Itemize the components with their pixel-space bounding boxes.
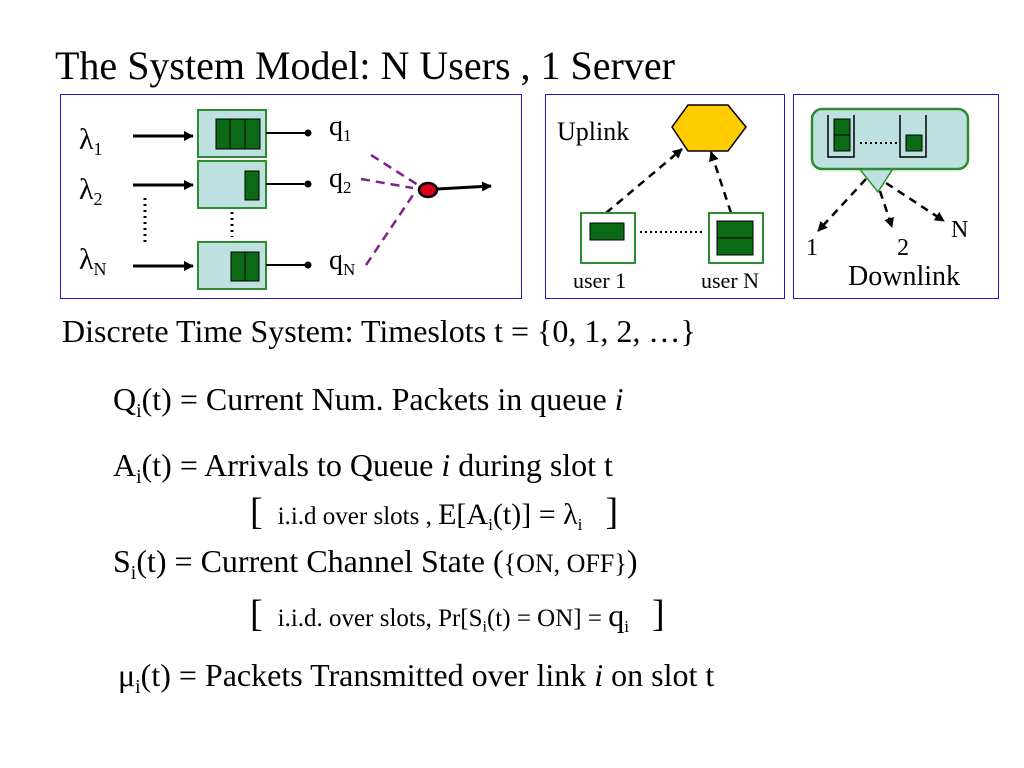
user-n-device: [708, 212, 764, 264]
uplink-arrow-user-n: [709, 151, 733, 214]
queue-2: [197, 160, 267, 209]
q-1-label: q1: [329, 111, 352, 145]
lambda-1-label: λ1: [79, 123, 103, 159]
queue-definition: Qi(t) = Current Num. Packets in queue i: [113, 381, 624, 422]
channel-state-note: [ i.i.d. over slots, Pr[Si(t) = ON] = qi…: [250, 593, 665, 637]
discrete-time-line: Discrete Time System: Timeslots t = {0, …: [62, 313, 696, 349]
channel-state-definition: Si(t) = Current Channel State ({ON, OFF}…: [113, 543, 638, 584]
downlink-dest-1: 1: [806, 235, 818, 261]
lambda-2-label: λ2: [79, 173, 103, 209]
downlink-dest-n: N: [951, 217, 968, 243]
user-n-label: user N: [701, 268, 759, 293]
server-node: [417, 181, 439, 199]
uplink-arrow-user-1: [605, 148, 683, 214]
queue-n: [197, 241, 267, 290]
arrivals-definition: Ai(t) = Arrivals to Queue i during slot …: [113, 447, 613, 488]
downlink-panel: 1 2 N Downlink: [793, 94, 999, 299]
channel-link-1: [370, 153, 419, 187]
q-n-label: qN: [329, 245, 355, 279]
downlink-arrow-n: [885, 181, 945, 223]
page-title: The System Model: N Users , 1 Server: [55, 43, 675, 88]
downlink-dest-2: 2: [897, 235, 909, 261]
base-station-icon: [671, 104, 747, 152]
downlink-diagram: 1 2 N Downlink: [806, 107, 970, 292]
output-dot-1: [304, 129, 312, 137]
output-dot-2: [304, 180, 312, 188]
queue-diagram: λ1 λ2 λN q: [79, 109, 492, 290]
channel-link-2: [360, 177, 414, 190]
uplink-panel: Uplink user 1 user N: [545, 94, 785, 299]
user-1-label: user 1: [573, 268, 626, 293]
q-2-label: q2: [329, 163, 352, 197]
queue-diagram-panel: λ1 λ2 λN q: [60, 94, 522, 299]
user-1-device: [580, 212, 636, 264]
output-dot-n: [304, 261, 312, 269]
downlink-transmitter: [810, 107, 970, 194]
server-output-arrow: [436, 181, 492, 192]
arrivals-note: [ i.i.d over slots , E[Ai(t)] = λi ]: [250, 491, 619, 535]
transmission-definition: μi(t) = Packets Transmitted over link i …: [118, 657, 715, 698]
lambda-n-label: λN: [79, 243, 107, 279]
uplink-label: Uplink: [557, 117, 629, 146]
downlink-label: Downlink: [848, 261, 960, 292]
channel-link-n: [364, 194, 415, 266]
downlink-arrow-2: [878, 190, 894, 228]
queue-1: [197, 109, 267, 158]
downlink-arrow-1: [817, 178, 867, 232]
uplink-diagram: Uplink user 1 user N: [557, 104, 764, 293]
